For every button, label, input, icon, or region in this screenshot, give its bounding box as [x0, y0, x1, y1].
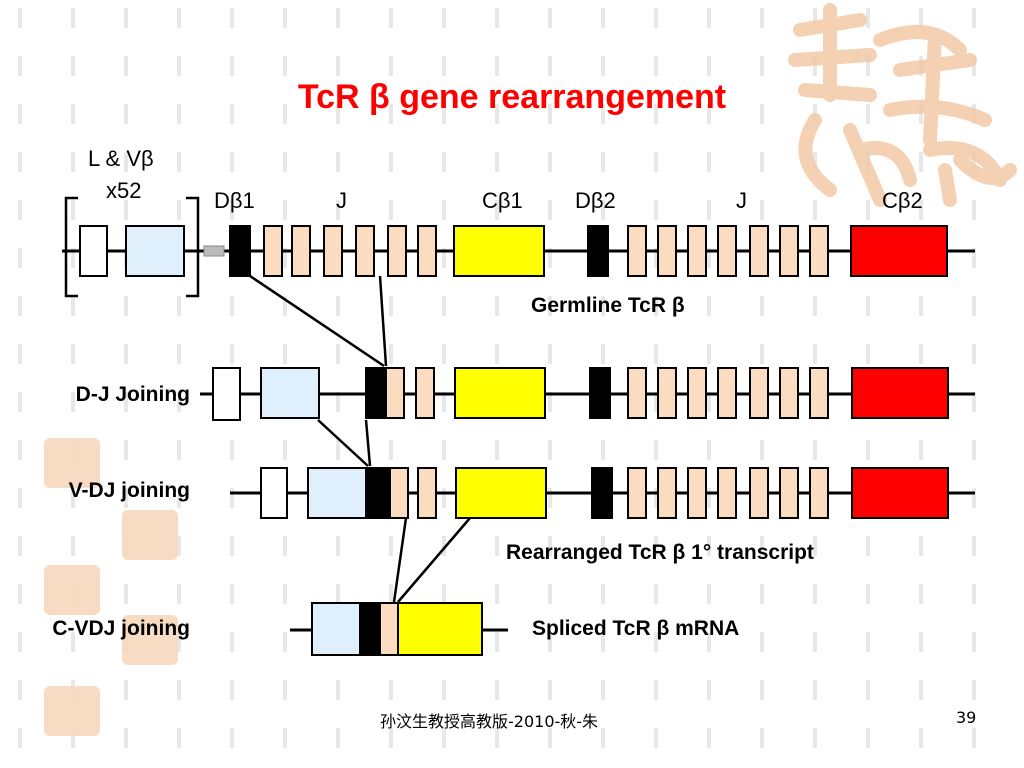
- left-bracket: [64, 196, 78, 298]
- lv-label: L & Vβ: [88, 146, 154, 171]
- j2-segment: [687, 367, 707, 419]
- j2-segment: [779, 225, 799, 277]
- v-segment: [260, 367, 320, 419]
- spliced-mrna-label: Spliced TcR β mRNA: [532, 617, 740, 640]
- j2-segment: [717, 367, 737, 419]
- j2-segment: [687, 225, 707, 277]
- j2-segment: [627, 225, 647, 277]
- d-beta1-segment: [229, 225, 251, 277]
- j2-segment: [657, 467, 677, 519]
- splice-line: [397, 517, 471, 603]
- j1-segment: [417, 225, 437, 277]
- mrna-c-segment: [397, 602, 483, 656]
- row-label-cvdj-joining: C-VDJ joining: [52, 617, 190, 640]
- j2-segment: [627, 467, 647, 519]
- j1-segment: [263, 225, 283, 277]
- dj-join-line: [249, 274, 385, 368]
- j2-segment: [657, 367, 677, 419]
- mrna-j-segment: [379, 602, 399, 656]
- page-number: 39: [956, 708, 977, 727]
- j2-segment: [779, 467, 799, 519]
- d-beta1-label: Dβ1: [214, 188, 255, 213]
- c-beta2-segment: [850, 225, 948, 277]
- footer-text: 孙汶生教授高教版-2010-秋-朱: [380, 712, 599, 731]
- j2-segment: [809, 225, 829, 277]
- v-segment: [125, 225, 185, 277]
- v-segment: [307, 467, 367, 519]
- j2-segment: [657, 225, 677, 277]
- leader-exon: [79, 225, 108, 277]
- right-bracket: [186, 196, 200, 298]
- j1-segment: [387, 225, 407, 277]
- d-beta2-segment: [587, 225, 609, 277]
- j2-segment: [749, 225, 769, 277]
- vdj-join-line: [317, 419, 369, 467]
- mrna-d-segment: [359, 602, 381, 656]
- dj-d-segment: [365, 367, 387, 419]
- j1-segment: [389, 467, 409, 519]
- stamp-decoration: [122, 615, 178, 665]
- leader-exon: [260, 467, 288, 519]
- c-beta2-label: Cβ2: [882, 188, 923, 213]
- dj-join-line: [378, 275, 388, 367]
- stamp-decoration: [44, 438, 100, 488]
- leader-exon: [212, 367, 241, 421]
- row-label-dj-joining: D-J Joining: [75, 383, 190, 406]
- j2-segment: [749, 367, 769, 419]
- stamp-decoration: [122, 510, 178, 560]
- d-beta2-label: Dβ2: [575, 188, 616, 213]
- c-beta2-segment: [851, 467, 949, 519]
- j1-segment: [415, 367, 435, 419]
- j2-segment: [717, 225, 737, 277]
- j2-segment: [809, 367, 829, 419]
- c-beta1-segment: [453, 225, 545, 277]
- j2-segment: [627, 367, 647, 419]
- d-beta2-segment: [591, 467, 613, 519]
- lv-count-label: x52: [106, 178, 142, 203]
- j1-label: J: [336, 188, 347, 213]
- mrna-v-segment: [311, 602, 361, 656]
- j2-segment: [809, 467, 829, 519]
- d-beta2-segment: [589, 367, 611, 419]
- slide-title: TcR β gene rearrangement: [297, 78, 727, 116]
- j2-segment: [717, 467, 737, 519]
- rearranged-transcript-label: Rearranged TcR β 1° transcript: [506, 541, 814, 564]
- stamp-decoration: [44, 686, 100, 736]
- vdj-d-segment: [367, 467, 389, 519]
- j2-label: J: [736, 188, 747, 213]
- germline-label: Germline TcR β: [531, 294, 685, 317]
- stamp-decoration: [44, 565, 100, 615]
- c-beta2-segment: [851, 367, 949, 419]
- j2-segment: [779, 367, 799, 419]
- j1-segment: [291, 225, 311, 277]
- c-beta1-label: Cβ1: [482, 188, 523, 213]
- j2-segment: [687, 467, 707, 519]
- j1-segment: [417, 467, 437, 519]
- repeat-indicator: [203, 245, 225, 257]
- row-label-vdj-joining: V-DJ joining: [68, 479, 190, 502]
- j1-segment: [355, 225, 375, 277]
- vdj-join-line: [364, 419, 372, 467]
- j1-segment: [323, 225, 343, 277]
- splice-line: [392, 517, 408, 603]
- c-beta1-segment: [455, 467, 547, 519]
- c-beta1-segment: [454, 367, 546, 419]
- j1-segment: [385, 367, 405, 419]
- j2-segment: [749, 467, 769, 519]
